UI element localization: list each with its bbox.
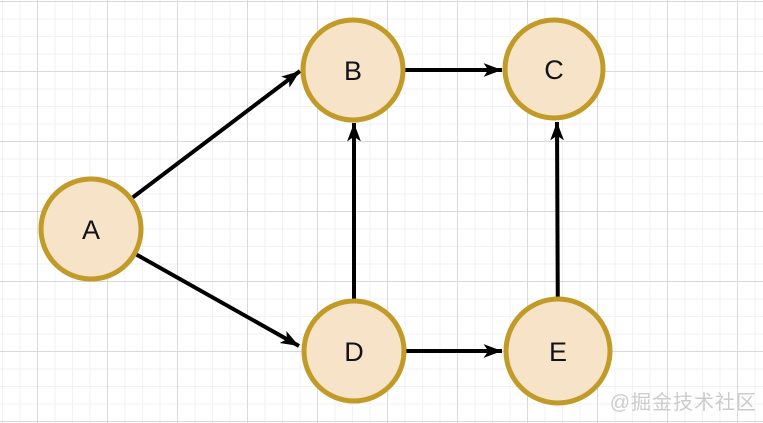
node-A-circle — [38, 176, 144, 282]
node-A-label: A — [82, 215, 100, 245]
node-B: B — [300, 17, 406, 123]
node-C-circle — [502, 17, 606, 121]
node-D-label: D — [344, 337, 364, 367]
node-E: E — [503, 296, 613, 406]
node-C: C — [502, 17, 606, 121]
node-B-circle — [300, 17, 406, 123]
node-E-label: E — [549, 337, 567, 367]
node-C-label: C — [544, 55, 564, 85]
node-B-label: B — [344, 56, 362, 86]
node-D: D — [301, 298, 407, 404]
node-A: A — [38, 176, 144, 282]
node-D-circle — [301, 298, 407, 404]
node-E-circle — [503, 296, 613, 406]
node-layer: A B C D E — [38, 17, 613, 406]
